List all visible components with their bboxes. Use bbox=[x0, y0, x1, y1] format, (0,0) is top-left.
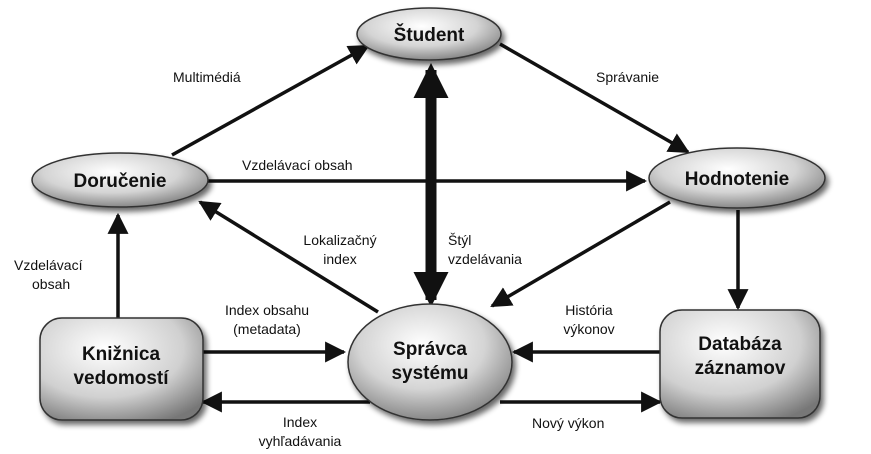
node-spravca-label-1: Správca bbox=[393, 339, 467, 360]
node-hodnotenie: Hodnotenie bbox=[648, 147, 826, 209]
node-dorucenie-label: Doručenie bbox=[74, 171, 167, 192]
node-hodnotenie-label: Hodnotenie bbox=[685, 169, 790, 190]
label-index-vyhladavania-1: Index bbox=[283, 414, 317, 430]
label-styl-vzdelavania-2: vzdelávania bbox=[448, 251, 522, 267]
label-multimedia: Multimédiá bbox=[173, 69, 241, 85]
node-student-label: Študent bbox=[394, 24, 465, 46]
node-spravca-label-2: systému bbox=[391, 363, 468, 384]
label-vzdelavaci-obsah-top: Vzdelávací obsah bbox=[242, 157, 353, 173]
node-spravca: Správca systému bbox=[347, 303, 513, 421]
label-lokalizacny-index-2: index bbox=[323, 251, 356, 267]
label-vzdelavaci-obsah-left-2: obsah bbox=[32, 276, 70, 292]
node-kniznica: Knižnica vedomostí bbox=[39, 317, 204, 421]
label-novy-vykon: Nový výkon bbox=[532, 415, 604, 431]
label-index-obsahu-1: Index obsahu bbox=[225, 302, 309, 318]
edge-hodnotenie-spravca bbox=[490, 200, 671, 308]
node-kniznica-label-1: Knižnica bbox=[82, 344, 161, 365]
node-databaza-label-2: záznamov bbox=[695, 358, 786, 379]
edge-multimedia bbox=[171, 44, 370, 157]
label-historia-vykonov-1: História bbox=[565, 302, 613, 318]
node-databaza-label-1: Databáza bbox=[698, 334, 782, 355]
label-spravanie: Správanie bbox=[596, 69, 659, 85]
node-dorucenie: Doručenie bbox=[31, 152, 209, 208]
edge-spravanie bbox=[499, 42, 690, 154]
label-styl-vzdelavania-1: Štýl bbox=[448, 232, 471, 248]
label-lokalizacny-index-1: Lokalizačný bbox=[303, 232, 376, 248]
label-index-vyhladavania-2: vyhľadávania bbox=[259, 433, 342, 449]
node-databaza: Databáza záznamov bbox=[659, 309, 821, 419]
label-historia-vykonov-2: výkonov bbox=[563, 321, 614, 337]
node-kniznica-label-2: vedomostí bbox=[73, 368, 169, 389]
edge-lokalizacny-index bbox=[198, 200, 379, 314]
label-index-obsahu-2: (metadata) bbox=[233, 321, 301, 337]
node-student: Študent bbox=[356, 7, 502, 61]
label-vzdelavaci-obsah-left-1: Vzdelávací bbox=[14, 257, 83, 273]
